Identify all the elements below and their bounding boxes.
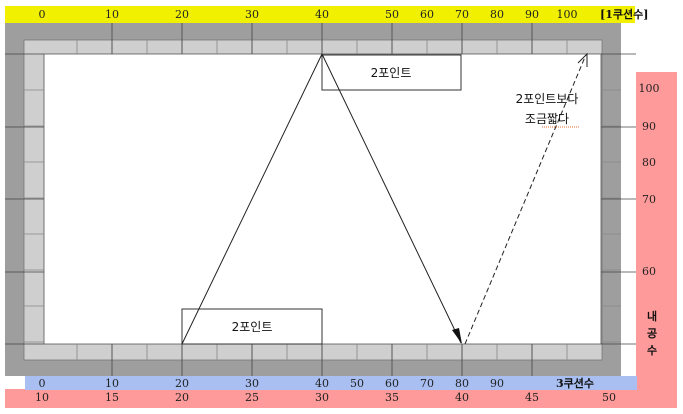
bottom-pink-tick-label: 25: [245, 391, 259, 404]
right-scale-band: [636, 72, 677, 408]
bottom-pink-tick-label: 40: [455, 391, 469, 404]
bottom-pink-tick-label: 45: [525, 391, 539, 404]
right-title-char-1: 내: [647, 309, 657, 323]
bottom-pink-scale-ticks: 10 15 20 25 30 35 40 45 50: [35, 391, 616, 404]
top-tick-label: 50: [385, 8, 399, 21]
bottom-blue-tick-label: 50: [350, 377, 364, 390]
right-tick-label: 100: [639, 82, 660, 95]
bottom-pink-tick-label: 35: [385, 391, 399, 404]
bottom-blue-tick-label: 0: [39, 377, 46, 390]
bottom-pink-tick-label: 15: [105, 391, 119, 404]
path-segment-dashed: [464, 56, 586, 345]
top-scale-title: [1쿠션수]: [600, 8, 648, 21]
right-tick-label: 70: [642, 193, 656, 206]
top-scale-ticks: 0 10 20 30 40 50 60 70 80 90 100: [39, 8, 578, 21]
bottom-blue-tick-label: 20: [175, 377, 189, 390]
extension-lines: [5, 23, 636, 376]
right-title-char-3: 수: [647, 344, 657, 357]
bottom-pink-tick-label: 30: [315, 391, 329, 404]
top-tick-label: 20: [175, 8, 189, 21]
top-tick-label: 100: [557, 8, 578, 21]
bottom-pink-tick-label: 50: [602, 391, 616, 404]
top-tick-label: 80: [490, 8, 504, 21]
bottom-pink-band: [5, 389, 677, 408]
right-title-char-2: 공: [647, 327, 657, 340]
right-tick-label: 60: [642, 265, 656, 278]
bottom-pink-tick-label: 20: [175, 391, 189, 404]
top-tick-label: 60: [420, 8, 434, 21]
path-segment-2: [321, 53, 462, 344]
note-line-2: 조금짧다: [525, 112, 569, 126]
top-scale-band: [5, 6, 635, 23]
bottom-blue-tick-label: 40: [315, 377, 329, 390]
top-tick-label: 0: [39, 8, 46, 21]
top-tick-label: 90: [525, 8, 539, 21]
bottom-blue-scale-title: 3쿠션수: [556, 377, 594, 390]
bottom-pink-tick-label: 10: [35, 391, 49, 404]
bottom-blue-tick-label: 10: [105, 377, 119, 390]
right-tick-label: 90: [642, 120, 656, 133]
bottom-blue-tick-label: 30: [245, 377, 259, 390]
path-segment-1: [181, 53, 323, 345]
bottom-blue-scale-ticks: 0 10 20 30 40 50 60 70 80 90: [39, 377, 505, 390]
bottom-blue-tick-label: 90: [490, 377, 504, 390]
top-tick-label: 30: [245, 8, 259, 21]
bottom-blue-tick-label: 70: [420, 377, 434, 390]
right-scale-ticks: 100 90 80 70 60: [639, 82, 660, 278]
top-tick-label: 70: [455, 8, 469, 21]
top-annotation-box: [321, 54, 462, 91]
note-line-1: 2포인트보다: [516, 92, 579, 106]
bottom-blue-tick-label: 60: [385, 377, 399, 390]
top-annotation-text: 2포인트: [371, 66, 412, 80]
top-tick-label: 10: [105, 8, 119, 21]
path-arrowhead-solid: [452, 328, 462, 344]
right-tick-label: 80: [642, 156, 656, 169]
bottom-annotation-box: [181, 308, 323, 345]
table-bed: [43, 53, 602, 345]
top-tick-label: 40: [315, 8, 329, 21]
bottom-blue-tick-label: 80: [455, 377, 469, 390]
path-arrowhead-dashed: [577, 52, 588, 67]
bottom-annotation-text: 2포인트: [232, 320, 273, 334]
bottom-blue-band: [25, 376, 637, 390]
